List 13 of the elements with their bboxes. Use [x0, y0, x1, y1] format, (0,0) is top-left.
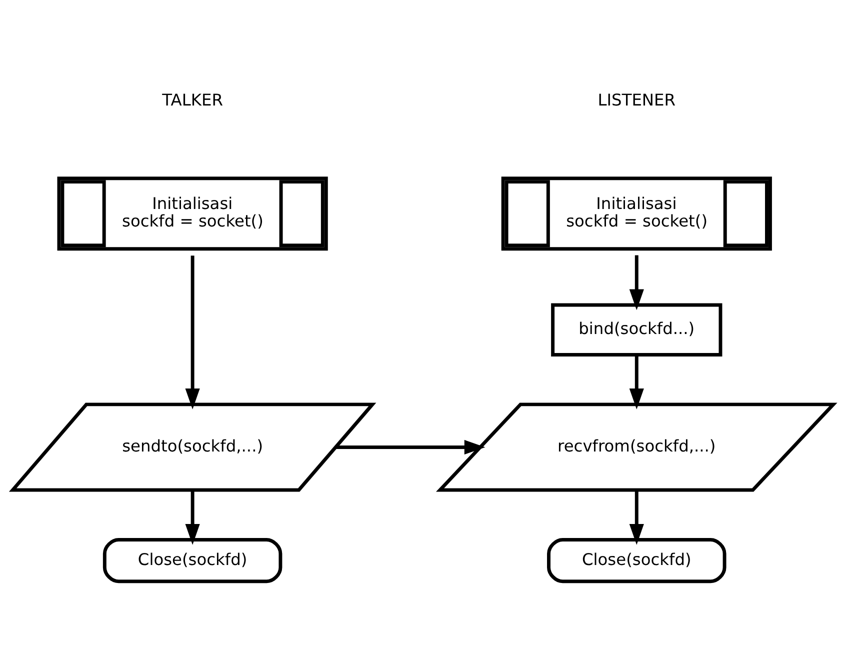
- node-box: bind(sockfd...): [551, 302, 722, 356]
- arrow: [185, 490, 200, 544]
- arrow: [629, 354, 644, 409]
- label: TALKER: [162, 90, 223, 110]
- node-box: Close(sockfd): [102, 538, 282, 583]
- arrow: [185, 255, 200, 409]
- arrow: [629, 490, 644, 544]
- label: LISTENER: [598, 90, 676, 110]
- node-box: Initialisasi sockfd = socket(): [501, 176, 772, 250]
- node-box: Initialisasi sockfd = socket(): [57, 176, 328, 250]
- arrow: [336, 439, 486, 454]
- node-box: Close(sockfd): [547, 538, 726, 583]
- arrow: [629, 254, 644, 310]
